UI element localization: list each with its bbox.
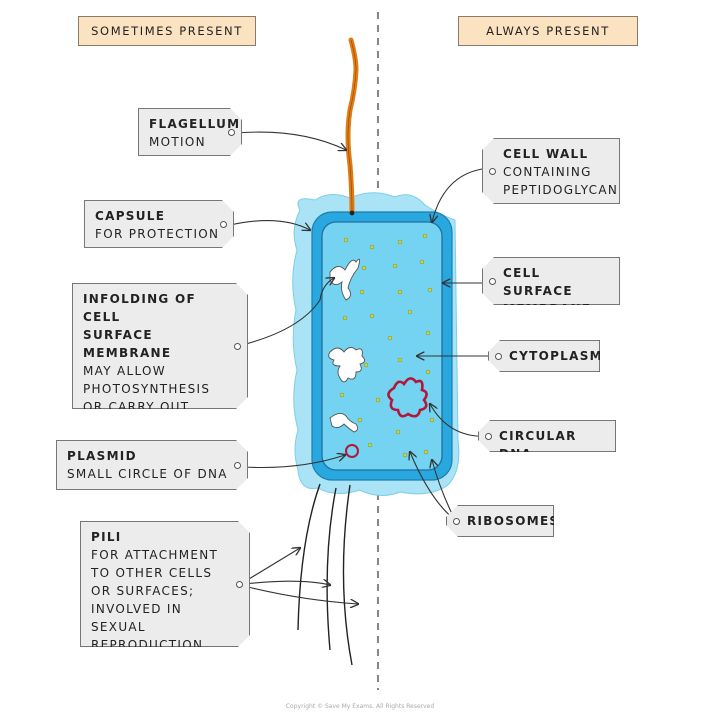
- tag-hole-icon: [228, 129, 235, 136]
- circular-dna-shape: [387, 377, 428, 418]
- ribosome-dots: [339, 233, 435, 458]
- label-title: RIBOSOMES: [467, 514, 560, 528]
- label-sub: PHOTOSYNTHESIS: [83, 382, 211, 396]
- label-cell-wall: CELL WALL CONTAINING PEPTIDOGLYCAN: [482, 138, 620, 204]
- label-title: SURFACE MEMBRANE: [83, 328, 172, 360]
- label-sub: FOR ATTACHMENT: [91, 548, 219, 562]
- copyright-text: Copyright © Save My Exams. All Rights Re…: [285, 703, 435, 710]
- tag-hole-icon: [485, 433, 492, 440]
- label-title: CYTOPLASM: [509, 349, 603, 363]
- label-title: CELL WALL: [503, 147, 589, 161]
- label-sub: OR SURFACES;: [91, 584, 195, 598]
- label-cytoplasm: CYTOPLASM: [488, 340, 600, 372]
- label-sub: TO OTHER CELLS: [91, 566, 213, 580]
- infolding-2: [328, 347, 365, 383]
- label-title: CAPSULE: [95, 209, 166, 223]
- label-sub: MAY ALLOW: [83, 364, 166, 378]
- tag-hole-icon: [495, 353, 502, 360]
- label-title: FLAGELLUM: [149, 117, 241, 131]
- label-ribosomes: RIBOSOMES: [446, 505, 554, 537]
- label-title: PLASMID: [67, 449, 137, 463]
- label-sub: CONTAINING: [503, 165, 592, 179]
- label-pili: PILI FOR ATTACHMENT TO OTHER CELLS OR SU…: [80, 521, 250, 647]
- plasmid-shape: [345, 444, 359, 458]
- cytoplasm-shape: [321, 221, 443, 471]
- label-capsule: CAPSULE FOR PROTECTION: [84, 200, 234, 248]
- label-title: CELL SURFACE: [503, 266, 573, 298]
- tag-hole-icon: [234, 462, 241, 469]
- label-sub: INVOLVED IN SEXUAL: [91, 602, 182, 634]
- label-flagellum: FLAGELLUM MOTION: [138, 108, 242, 156]
- label-infolding: INFOLDING OF CELL SURFACE MEMBRANE MAY A…: [72, 283, 248, 409]
- label-sub: FOR PROTECTION: [95, 227, 220, 241]
- label-sub: MOTION: [149, 135, 206, 149]
- tag-hole-icon: [236, 581, 243, 588]
- label-plasmid: PLASMID SMALL CIRCLE OF DNA: [56, 440, 248, 490]
- label-title: INFOLDING OF CELL: [83, 292, 197, 324]
- flagellum-shape: [345, 37, 359, 215]
- header-sometimes-present: SOMETIMES PRESENT: [78, 16, 256, 46]
- infolding-3: [329, 413, 359, 433]
- tag-hole-icon: [489, 168, 496, 175]
- tag-hole-icon: [234, 343, 241, 350]
- tag-hole-icon: [489, 278, 496, 285]
- label-sub: PEPTIDOGLYCAN: [503, 183, 619, 197]
- label-cell-surface-membrane: CELL SURFACE MEMBRANE: [482, 257, 620, 305]
- label-sub: SMALL CIRCLE OF DNA: [67, 467, 228, 481]
- label-circular-dna: CIRCULAR DNA: [478, 420, 616, 452]
- header-always-present: ALWAYS PRESENT: [458, 16, 638, 46]
- tag-hole-icon: [220, 221, 227, 228]
- infolding-1: [329, 258, 361, 301]
- label-title: PILI: [91, 530, 122, 544]
- tag-hole-icon: [453, 518, 460, 525]
- pili-shapes: [297, 483, 353, 666]
- pointer-lines: [229, 131, 358, 604]
